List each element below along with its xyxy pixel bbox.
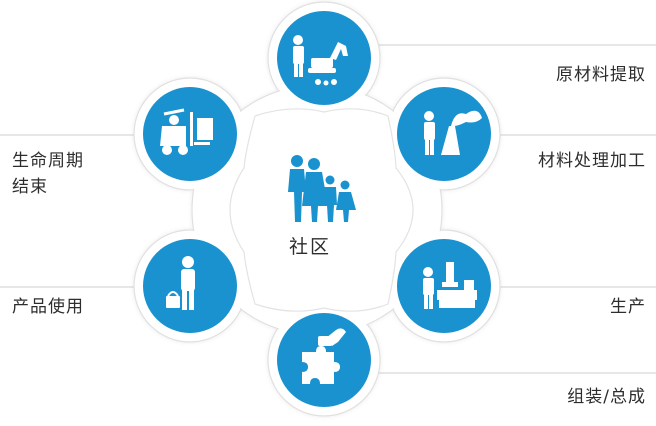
stage-extraction: [277, 11, 371, 105]
label-use: 产品使用: [12, 297, 84, 317]
family-icon: [288, 155, 356, 222]
stage-end: [143, 87, 237, 181]
label-assembly: 组装/总成: [567, 387, 646, 407]
puzzle-hand-icon: [302, 328, 346, 384]
stage-processing: [397, 87, 491, 181]
label-production: 生产: [610, 297, 646, 317]
label-end-line1: 生命周期: [12, 151, 84, 171]
worker-factory-icon: [424, 110, 482, 155]
stage-assembly: [277, 313, 371, 407]
stage-production: [397, 239, 491, 333]
stage-circle: [397, 87, 491, 181]
stage-use: [143, 239, 237, 333]
shopper-basket-icon: [166, 256, 195, 310]
connector-lines: [0, 44, 656, 374]
forklift-icon: [160, 108, 213, 155]
label-processing: 材料处理加工: [538, 151, 646, 171]
inner-boundary: [229, 108, 414, 312]
label-end-line2: 结束: [12, 177, 48, 197]
worker-excavator-icon: [293, 35, 348, 86]
label-extraction: 原材料提取: [556, 65, 646, 85]
worker-machine-icon: [423, 262, 477, 309]
center-label: 社区: [288, 236, 331, 258]
